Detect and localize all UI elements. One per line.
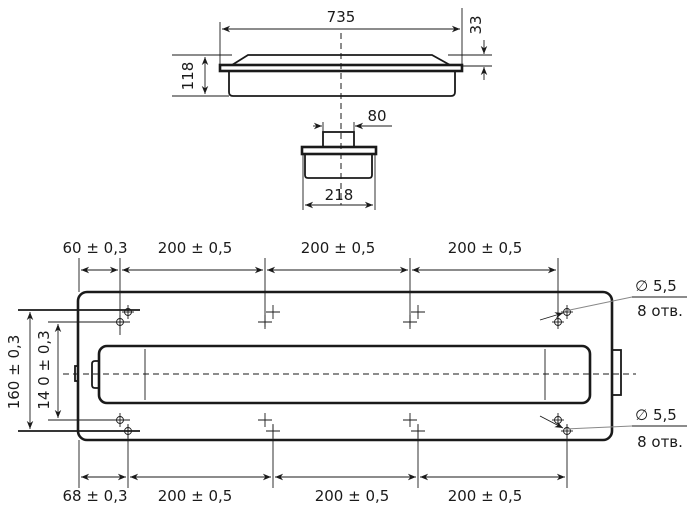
mounting-holes: [114, 305, 573, 438]
top-dim-4: 200 ± 0,5: [448, 239, 523, 257]
front-view: 735 33 118: [172, 8, 492, 205]
hole-callout-2-count: 8 отв.: [637, 433, 683, 451]
right-tab: [611, 349, 622, 396]
top-dim-3: 200 ± 0,5: [301, 239, 376, 257]
bottom-dim-1: 68 ± 0,3: [62, 487, 127, 505]
hole-callout-1-count: 8 отв.: [637, 302, 683, 320]
flange: [218, 63, 464, 73]
inner-spacing-label: 14 0 ± 0,3: [35, 330, 53, 409]
housing-outline: [76, 290, 614, 442]
hole-callout-2-diameter: ∅ 5,5: [635, 406, 677, 424]
bottom-dim-2: 200 ± 0,5: [158, 487, 233, 505]
lid-top: [231, 54, 451, 66]
side-width-label: 218: [325, 186, 354, 204]
outer-spacing-label: 160 ± 0,3: [5, 335, 23, 410]
bottom-dim-3: 200 ± 0,5: [315, 487, 390, 505]
body: [228, 72, 456, 97]
hole-callout-1-diameter: ∅ 5,5: [635, 277, 677, 295]
bottom-dim-4: 200 ± 0,5: [448, 487, 523, 505]
left-end-cap: [91, 360, 99, 389]
plan-view: 60 ± 0,3 200 ± 0,5 200 ± 0,5 200 ± 0,5 6…: [5, 239, 687, 505]
height-label: 118: [179, 62, 197, 91]
top-dim-1: 60 ± 0,3: [62, 239, 127, 257]
width-label: 735: [327, 8, 356, 26]
side-view: 80 218: [300, 107, 392, 210]
flange-height-label: 33: [467, 15, 485, 34]
top-dim-2: 200 ± 0,5: [158, 239, 233, 257]
top-width-label: 80: [367, 107, 386, 125]
